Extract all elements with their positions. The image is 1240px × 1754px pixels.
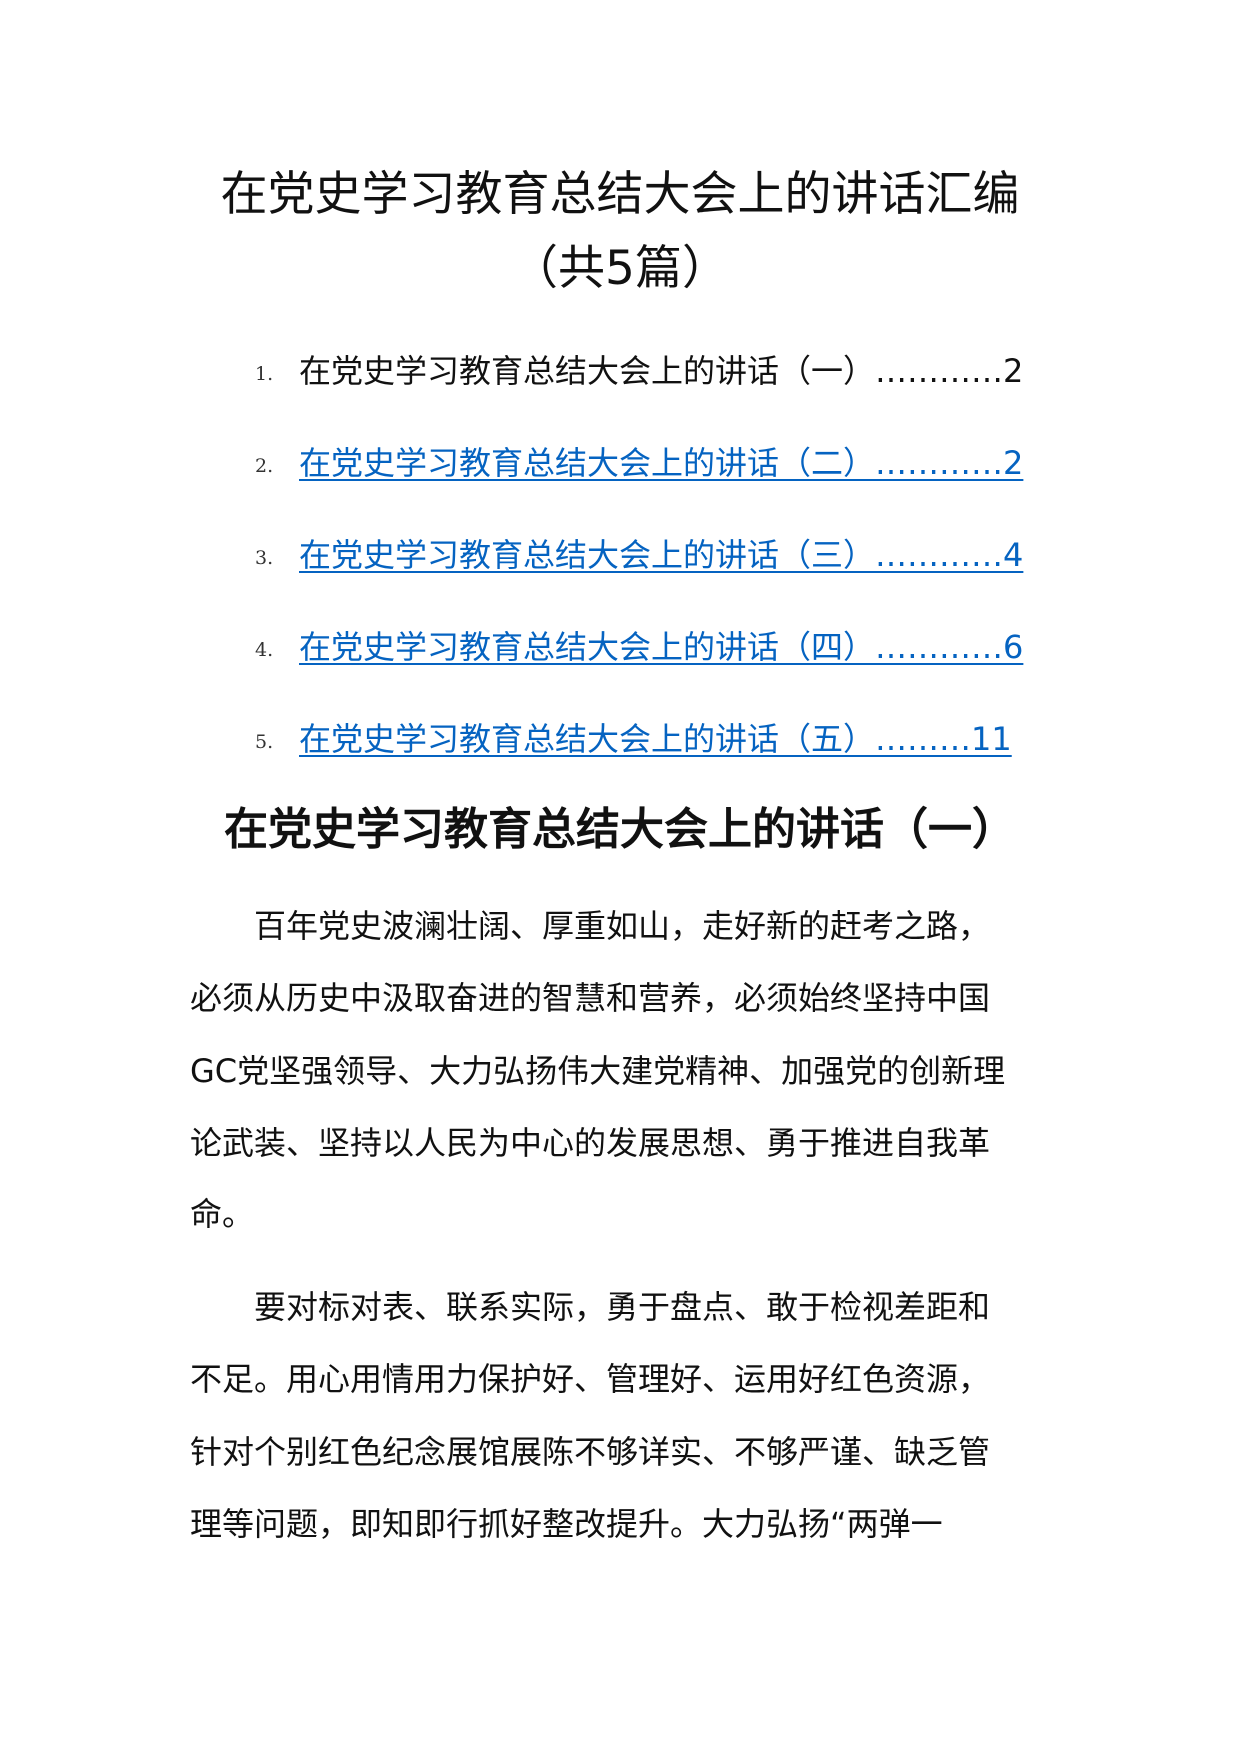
paragraph-line: 针对个别红色纪念展馆展陈不够详实、不够严谨、缺乏管 [190,1433,991,1471]
toc-item: 2. 在党史学习教育总结大会上的讲话（二）…………2 [0,439,1240,489]
paragraph-line: 论武装、坚持以人民为中心的发展思想、勇于推进自我革 [190,1124,991,1162]
section-heading: 在党史学习教育总结大会上的讲话（一） [224,804,1016,855]
toc-item: 4. 在党史学习教育总结大会上的讲话（四）…………6 [0,623,1240,673]
document-title: 在党史学习教育总结大会上的讲话汇编 [220,167,1020,222]
toc-item-number: 2. [255,455,274,477]
toc-item-link[interactable]: 在党史学习教育总结大会上的讲话（五）………11 [299,720,1012,758]
toc-item-link[interactable]: 在党史学习教育总结大会上的讲话（三）…………4 [299,536,1024,574]
paragraph-line: 要对标对表、联系实际，勇于盘点、敢于检视差距和 [254,1288,991,1326]
paragraph-line: 命。 [190,1195,255,1233]
toc-item-link[interactable]: 在党史学习教育总结大会上的讲话（一）…………2 [299,352,1024,390]
toc-item-link[interactable]: 在党史学习教育总结大会上的讲话（二）…………2 [299,444,1024,482]
paragraph-line: 理等问题，即知即行抓好整改提升。大力弘扬“两弹一 [190,1505,943,1543]
paragraph-line: 百年党史波澜壮阔、厚重如山，走好新的赶考之路， [254,907,991,945]
toc-item: 5. 在党史学习教育总结大会上的讲话（五）………11 [0,715,1240,765]
document-subtitle: （共5篇） [511,241,729,296]
toc-item-number: 5. [255,731,274,753]
paragraph-line: 不足。用心用情用力保护好、管理好、运用好红色资源， [190,1360,991,1398]
paragraph-line: GC党坚强领导、大力弘扬伟大建党精神、加强党的创新理 [190,1052,1006,1090]
toc-item-number: 1. [255,363,274,385]
toc-item-link[interactable]: 在党史学习教育总结大会上的讲话（四）…………6 [299,628,1024,666]
toc-item: 1. 在党史学习教育总结大会上的讲话（一）…………2 [0,347,1240,397]
toc-item: 3. 在党史学习教育总结大会上的讲话（三）…………4 [0,531,1240,581]
toc-item-number: 4. [255,639,274,661]
toc-item-number: 3. [255,547,274,569]
paragraph-line: 必须从历史中汲取奋进的智慧和营养，必须始终坚持中国 [190,979,991,1017]
